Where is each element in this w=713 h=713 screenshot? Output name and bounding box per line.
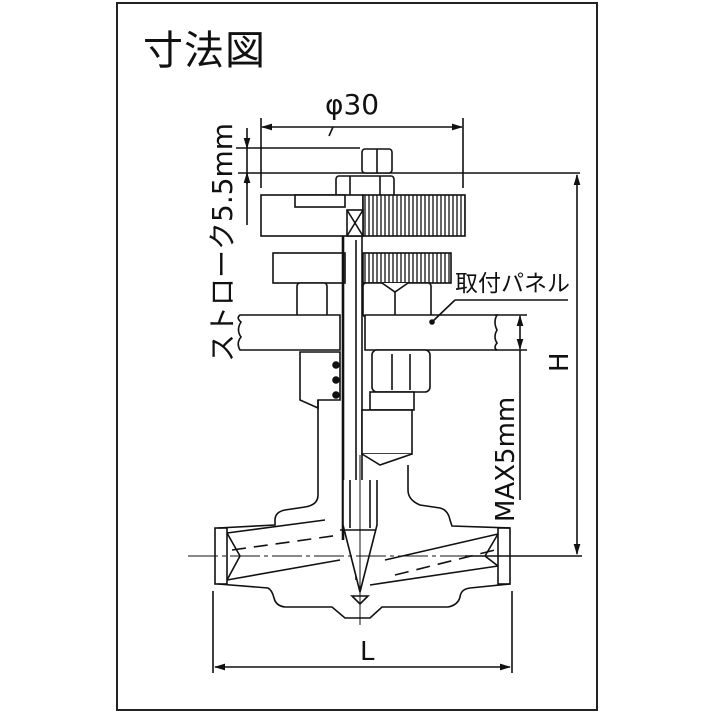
upper-handle-knob <box>260 194 466 237</box>
height-dimension <box>465 173 582 557</box>
drawing-frame <box>116 2 598 711</box>
bonnet <box>299 349 431 466</box>
panel-thickness-label: MAX5mm <box>491 397 521 522</box>
panel-label: 取付パネル <box>455 271 570 297</box>
diameter-label: φ30 <box>325 88 379 121</box>
panel-thickness-dimension <box>495 314 527 500</box>
packing-balls <box>332 361 340 399</box>
stroke-label: ストローク5.5mm <box>206 123 239 362</box>
length-label: L <box>360 637 375 667</box>
page-title: 寸法図 <box>143 28 266 74</box>
valve-body <box>188 400 520 625</box>
length-dimension <box>212 591 513 673</box>
mounting-panel <box>237 314 499 351</box>
diameter-dimension <box>260 118 464 188</box>
height-label: H <box>545 352 575 372</box>
panel-leader <box>429 299 568 325</box>
panel-nut <box>296 282 432 318</box>
stroke-dimension <box>236 128 580 225</box>
